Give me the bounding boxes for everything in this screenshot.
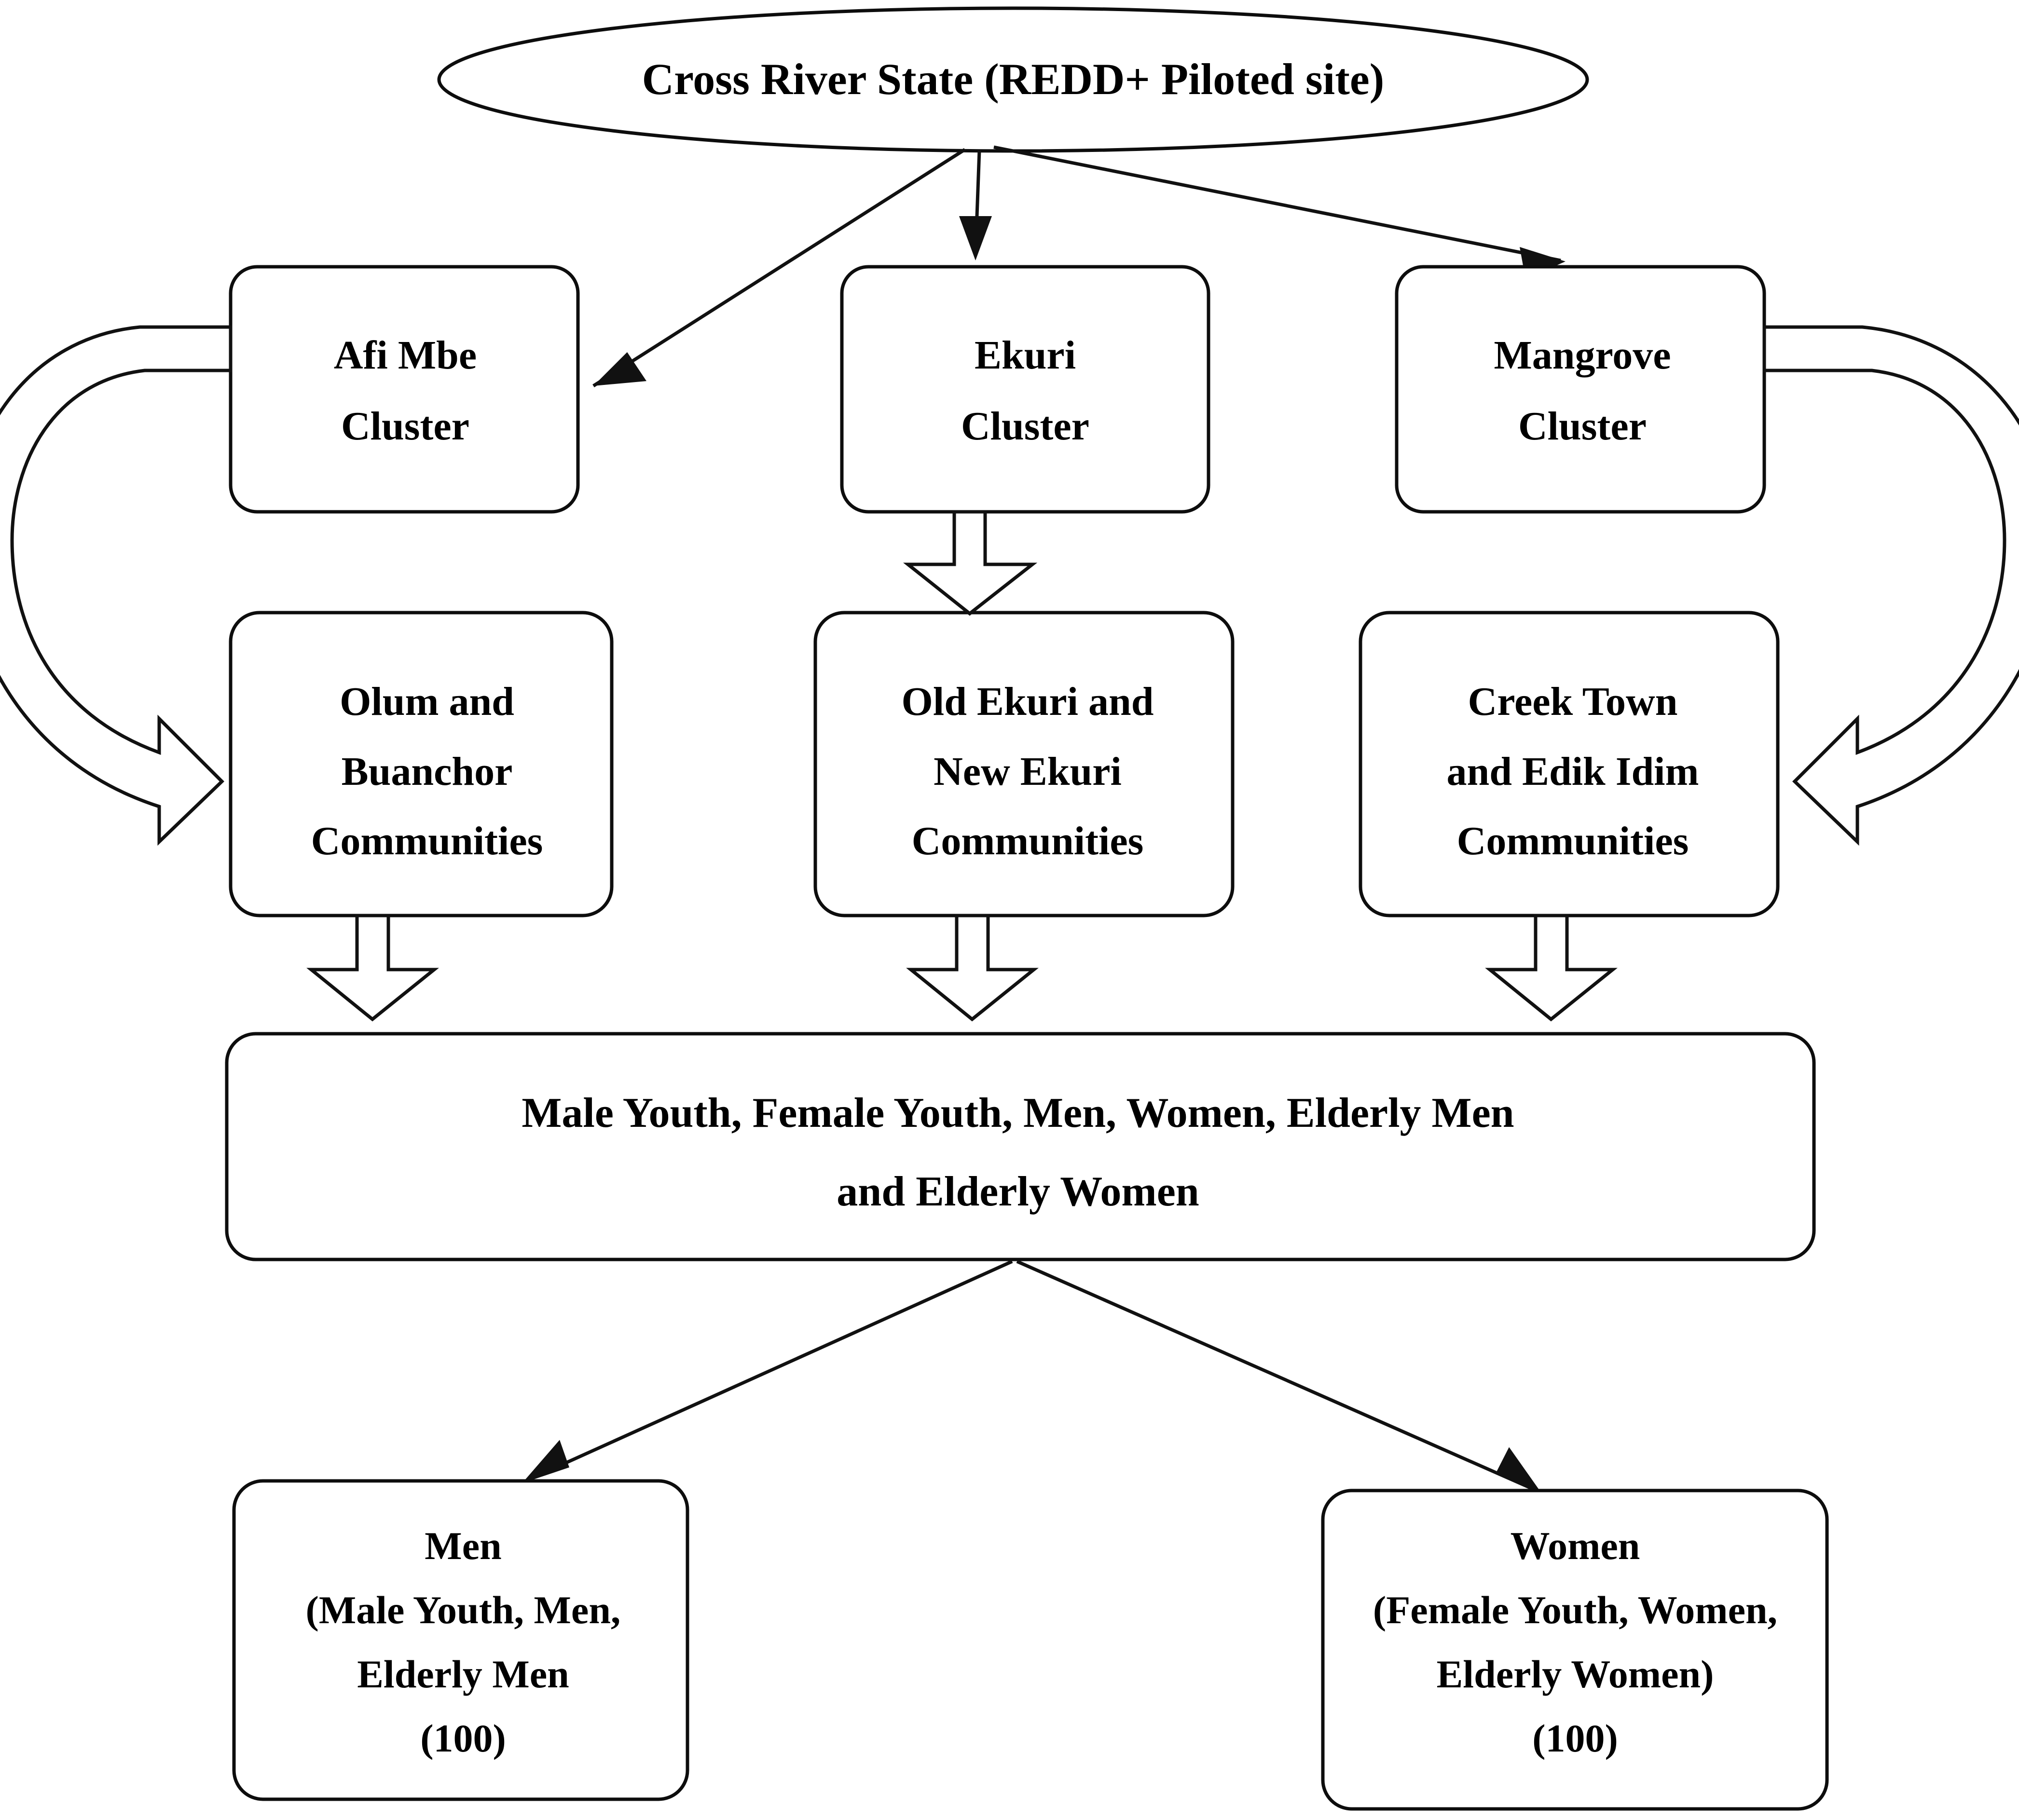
node-men-group[interactable] — [232, 1479, 689, 1801]
block-arrow-ekuri-to-communities — [903, 510, 1038, 616]
arrow-root-to-mangrove — [993, 145, 1566, 279]
node-old-new-ekuri-communities[interactable] — [813, 611, 1235, 917]
arrow-participants-to-men — [522, 1259, 1013, 1483]
curved-arrow-afi-mbe-to-olum — [0, 325, 233, 846]
node-women-group[interactable] — [1321, 1489, 1829, 1811]
arrow-root-to-afi-mbe — [592, 148, 966, 387]
arrow-participants-to-women — [1016, 1259, 1541, 1493]
node-cross-river-state[interactable] — [437, 6, 1589, 153]
block-arrow-creek-town-to-participants — [1485, 914, 1618, 1022]
node-ekuri-cluster[interactable] — [840, 265, 1210, 514]
node-olum-buanchor-communities[interactable] — [229, 611, 614, 917]
block-arrow-olum-to-participants — [306, 914, 439, 1022]
block-arrow-ekuri-communities-to-participants — [906, 914, 1039, 1022]
node-creek-town-edik-idim-communities[interactable] — [1359, 611, 1780, 917]
arrow-root-to-ekuri — [959, 150, 992, 260]
node-participants[interactable] — [225, 1032, 1816, 1261]
node-mangrove-cluster[interactable] — [1395, 265, 1766, 514]
node-afi-mbe-cluster[interactable] — [229, 265, 580, 514]
curved-arrow-mangrove-to-creek-town — [1762, 325, 2019, 846]
